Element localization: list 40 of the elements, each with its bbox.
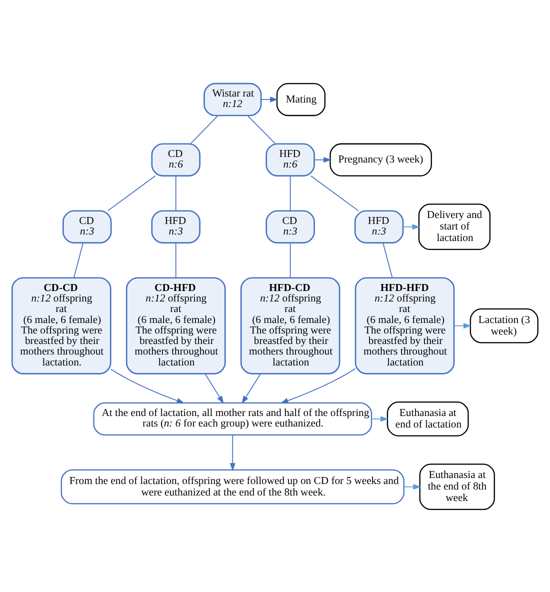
- arrow: [371, 416, 388, 422]
- node-box: Euthanasia at end of lactation: [386, 401, 469, 436]
- node-box: Lactation (3 week): [470, 308, 538, 343]
- arrow: [110, 368, 185, 403]
- node-box: HFD-HFD n:12 offspring rat (6 male, 6 female) The offspring were breastfed by their mothers throughout lactation: [354, 276, 455, 374]
- node-box: HFD-CD n:12 offspring rat (6 male, 6 female) The offspring were breastfed by their mothers throughout lactation: [240, 276, 340, 374]
- node-box: Mating: [276, 82, 326, 116]
- connector: [382, 242, 393, 278]
- arrow: [402, 224, 420, 230]
- node-box: CD n:6: [151, 142, 200, 176]
- node-box: Wistar rat n:12: [204, 82, 262, 116]
- node-box: HFD n:6: [266, 142, 315, 176]
- connector: [190, 114, 218, 144]
- node-box: Euthanasia at the end of 8th week: [419, 463, 495, 510]
- node-box: CD-HFD n:12 offspring rat (6 male, 6 female) The offspring were breastfed by their mothers throughout lactation: [126, 276, 226, 374]
- arrow: [260, 96, 278, 102]
- connector: [310, 174, 359, 211]
- node-box: CD n:3: [62, 210, 112, 243]
- connector: [175, 174, 176, 211]
- connector: [290, 174, 291, 211]
- node-box: At the end of lactation, all mother rats and half of the offspring rats (n: 6 for each group) were euthanized.: [93, 402, 372, 435]
- arrow: [280, 368, 356, 403]
- node-box: CD-CD n:12 offspring rat (6 male, 6 female) The offspring were breastfed by their mothers throughout lactation.: [11, 276, 112, 374]
- arrow: [204, 372, 224, 404]
- node-box: From the end of lactation, offspring were followed up on CD for 5 weeks and were euthanized at the end of the 8th week.: [60, 468, 404, 504]
- arrow: [454, 322, 472, 328]
- node-box: HFD n:3: [354, 210, 404, 243]
- arrow: [404, 484, 422, 490]
- arrow: [242, 372, 262, 404]
- connector: [107, 174, 156, 211]
- connector: [175, 242, 176, 278]
- node-box: HFD n:3: [151, 210, 200, 243]
- arrow: [230, 434, 236, 471]
- connector: [74, 242, 84, 278]
- node-box: Delivery and start of lactation: [418, 203, 491, 250]
- connector: [290, 242, 291, 278]
- arrow: [314, 156, 332, 162]
- node-box: CD n:3: [266, 210, 315, 243]
- node-box: Pregnancy (3 week): [330, 142, 432, 176]
- connector: [247, 114, 276, 144]
